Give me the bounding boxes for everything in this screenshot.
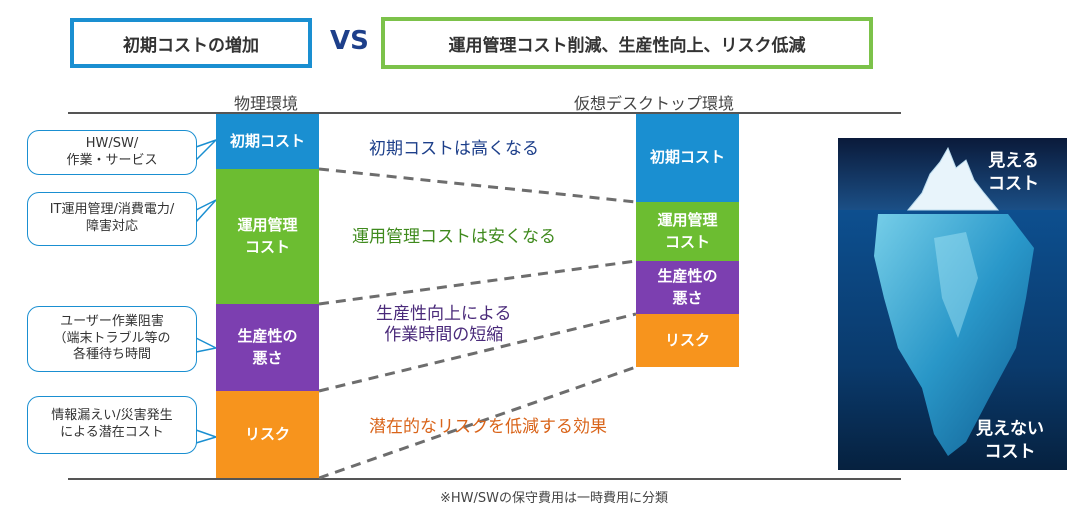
- physical-operations-cost-segment: 運用管理 コスト: [216, 169, 319, 304]
- column-title-virtual: 仮想デスクトップ環境: [574, 94, 735, 113]
- callout-text: IT運用管理/消費電力/ 障害対応: [49, 202, 175, 234]
- effect-risk: 潜在的なリスクを低減する効果: [369, 417, 607, 437]
- dashed-connector-productivity: [318, 312, 637, 393]
- iceberg-illustration: [838, 138, 1067, 470]
- footnote: ※HW/SWの保守費用は一時費用に分類: [440, 491, 669, 506]
- segment-label: リスク: [664, 330, 710, 349]
- bottom-divider-line: [68, 478, 901, 480]
- callout-tail-4: [195, 429, 217, 444]
- header-initial-cost-box: 初期コストの増加: [70, 18, 312, 68]
- segment-label: 運用管理 コスト: [237, 215, 298, 256]
- effect-operations-cost: 運用管理コストは安くなる: [352, 227, 556, 247]
- header-benefits-box: 運用管理コスト削減、生産性向上、リスク低減: [381, 17, 873, 69]
- iceberg-image: 見える コスト 見えない コスト: [838, 138, 1067, 470]
- callout-productivity: ユーザー作業阻害 （端末トラブル等の 各種待ち時間: [27, 306, 197, 372]
- physical-initial-cost-segment: 初期コスト: [216, 114, 319, 169]
- segment-label: 生産性の 悪さ: [657, 266, 718, 307]
- header-right-label: 運用管理コスト削減、生産性向上、リスク低減: [448, 35, 806, 56]
- virtual-initial-cost-segment: 初期コスト: [636, 114, 739, 202]
- iceberg-hidden-label: 見えない コスト: [976, 419, 1044, 462]
- dashed-connector-operations: [318, 259, 637, 306]
- effect-initial-cost: 初期コストは高くなる: [369, 139, 539, 159]
- callout-tail-1: [195, 139, 217, 161]
- dashed-connector-risk: [318, 365, 637, 480]
- callout-text: ユーザー作業阻害 （端末トラブル等の 各種待ち時間: [53, 313, 171, 363]
- callout-text: HW/SW/ 作業・サービス: [66, 135, 158, 168]
- segment-label: 生産性の 悪さ: [237, 326, 298, 367]
- header-left-label: 初期コストの増加: [123, 35, 259, 56]
- callout-text: 情報漏えい/災害発生 による潜在コスト: [51, 408, 173, 440]
- physical-risk-segment: リスク: [216, 391, 319, 478]
- callout-tail-3: [195, 337, 217, 353]
- segment-label: 初期コスト: [229, 131, 305, 150]
- callout-tail-2: [195, 199, 217, 223]
- segment-label: 初期コスト: [649, 148, 725, 167]
- vs-label: VS: [330, 26, 369, 56]
- segment-label: リスク: [244, 424, 290, 443]
- top-divider-line: [68, 112, 901, 114]
- callout-operations-cost: IT運用管理/消費電力/ 障害対応: [27, 192, 197, 246]
- virtual-productivity-segment: 生産性の 悪さ: [636, 261, 739, 314]
- iceberg-visible-label: 見える コスト: [988, 151, 1039, 194]
- virtual-operations-cost-segment: 運用管理 コスト: [636, 202, 739, 261]
- segment-label: 運用管理 コスト: [657, 210, 718, 251]
- effect-productivity: 生産性向上による 作業時間の短縮: [376, 304, 512, 346]
- physical-productivity-segment: 生産性の 悪さ: [216, 304, 319, 391]
- dashed-connector-initial: [318, 167, 637, 204]
- virtual-risk-segment: リスク: [636, 314, 739, 367]
- column-title-physical: 物理環境: [234, 94, 299, 113]
- callout-risk: 情報漏えい/災害発生 による潜在コスト: [27, 396, 197, 454]
- callout-initial-cost: HW/SW/ 作業・サービス: [27, 130, 197, 175]
